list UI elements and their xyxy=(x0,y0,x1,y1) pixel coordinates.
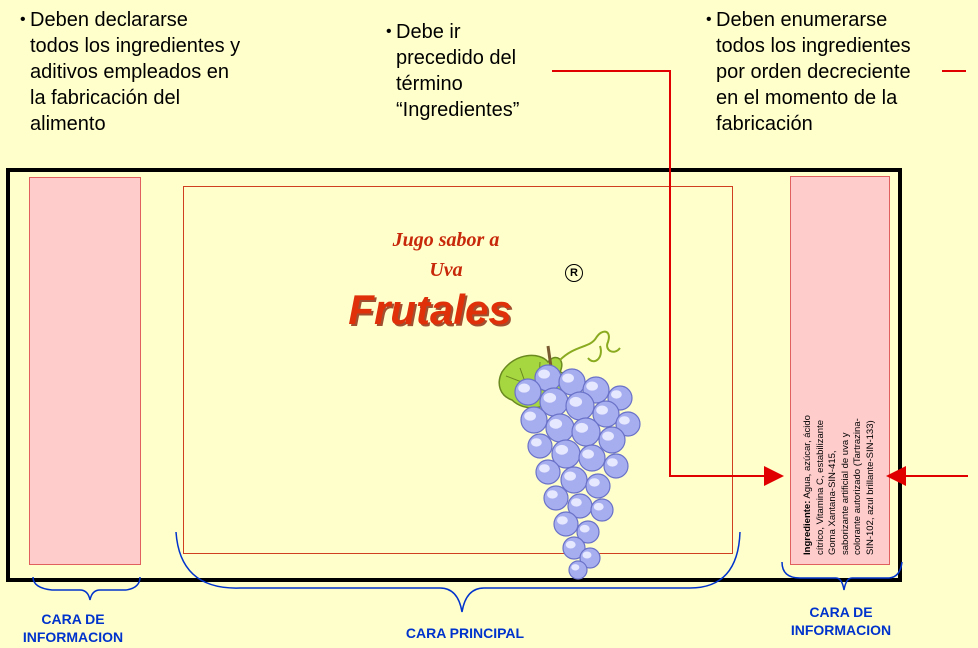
grape-highlight xyxy=(582,551,592,559)
note-line: Deben declararse xyxy=(30,9,188,31)
grape-highlight xyxy=(589,478,600,487)
arrow-descending-order xyxy=(890,70,968,476)
right-information-panel xyxy=(790,176,890,565)
note-line: alimento xyxy=(30,113,106,135)
grape-highlight xyxy=(571,498,582,507)
grape-highlight xyxy=(569,396,583,407)
grape-highlight xyxy=(579,524,590,533)
brand-name: Frutales xyxy=(348,286,512,333)
note-declare-ingredients: • Deben declararse todos los ingrediente… xyxy=(20,7,290,137)
grape-highlight xyxy=(611,390,622,399)
grape-highlight xyxy=(549,418,563,429)
grape-highlight xyxy=(524,411,536,421)
left-information-panel xyxy=(29,177,141,565)
note-line: todos los ingredientes xyxy=(716,35,911,57)
grape-highlight xyxy=(555,444,569,455)
grape-highlight xyxy=(565,540,576,549)
note-line: la fabricación del xyxy=(30,87,181,109)
grape-highlight xyxy=(619,416,630,425)
note-line: “Ingredientes” xyxy=(396,99,520,121)
grape-highlight xyxy=(602,431,614,441)
note-descending-order: • Deben enumerarse todos los ingrediente… xyxy=(706,7,956,137)
grape-tendril xyxy=(559,330,621,363)
grape-highlight xyxy=(531,438,542,447)
grape-highlight xyxy=(582,449,594,459)
grape-highlight xyxy=(518,383,530,393)
grape-highlight xyxy=(575,422,589,433)
note-line: precedido del xyxy=(396,47,517,69)
grape-highlight xyxy=(557,516,568,525)
brace-left xyxy=(32,576,141,601)
label-line: INFORMACION xyxy=(790,622,892,638)
label-line: INFORMACION xyxy=(22,629,124,645)
subtitle-line: Jugo sabor a xyxy=(392,229,500,251)
grape-highlight xyxy=(564,471,576,481)
grape-highlight xyxy=(543,392,557,403)
note-ingredients-term: • Debe ir precedido del término “Ingredi… xyxy=(386,19,566,123)
note-line: Debe ir xyxy=(396,21,461,43)
label-line: CARA DE xyxy=(809,604,873,620)
grape-highlight xyxy=(538,369,550,379)
note-line: en el momento de la xyxy=(716,87,898,109)
note-line: Deben enumerarse xyxy=(716,9,888,31)
product-subtitle: Jugo sabor a Uva xyxy=(356,225,536,285)
grape-highlight xyxy=(571,564,580,571)
grape-highlight xyxy=(539,464,550,473)
grape-highlight xyxy=(586,381,598,391)
label-main-side: CARA PRINCIPAL xyxy=(405,625,525,641)
bullet-icon: • xyxy=(386,23,392,40)
note-line: fabricación xyxy=(716,113,813,135)
registered-trademark-icon: R xyxy=(565,264,583,282)
note-line: todos los ingredientes y xyxy=(30,35,241,57)
product-label-outline xyxy=(6,168,902,582)
grape-highlight xyxy=(593,502,604,511)
grape-highlight xyxy=(607,458,618,467)
note-line: aditivos empleados en xyxy=(30,61,230,83)
bullet-icon: • xyxy=(20,11,26,28)
brace-right xyxy=(781,561,903,591)
subtitle-line: Uva xyxy=(429,259,463,281)
note-line: término xyxy=(396,73,463,95)
bullet-icon: • xyxy=(706,11,712,28)
brace-center xyxy=(175,531,741,613)
main-panel xyxy=(183,186,733,554)
grape-highlight xyxy=(596,405,608,415)
label-information-side-right: CARA DE INFORMACION xyxy=(776,603,906,639)
label-information-side-left: CARA DE INFORMACION xyxy=(8,610,138,646)
arrow-term-ingredients xyxy=(552,70,784,486)
note-line: por orden decreciente xyxy=(716,61,911,83)
grape-berries xyxy=(514,364,641,580)
grape-highlight xyxy=(562,373,574,383)
grape-highlight xyxy=(547,490,558,499)
label-line: CARA DE xyxy=(41,611,105,627)
